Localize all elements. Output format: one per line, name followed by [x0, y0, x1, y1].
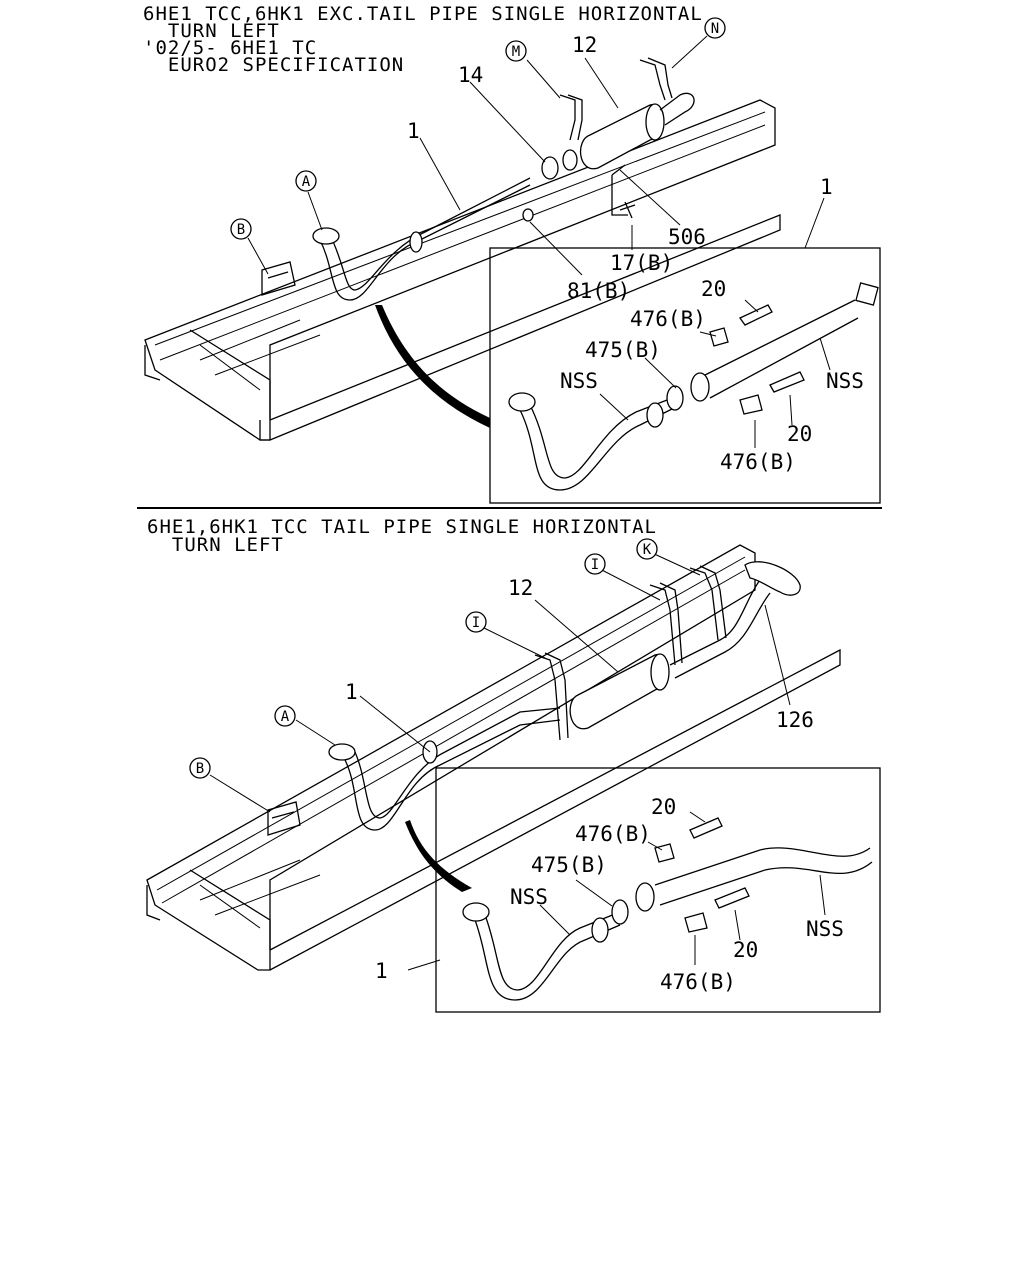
bottom-bracket-b [267, 801, 301, 836]
top-pipe-flange-a [312, 227, 340, 245]
bottom-label-126: 126 [776, 708, 814, 732]
top-inset-label-475: 475(B) [585, 338, 661, 362]
bottom-inset-label-20b: 20 [733, 938, 758, 962]
bottom-section: 6HE1,6HK1 TCC TAIL PIPE SINGLE HORIZONTA… [146, 516, 881, 1013]
bottom-hanger-k [689, 565, 727, 641]
bottom-hanger-i1 [534, 652, 569, 741]
top-inset-label-nss-b: NSS [826, 369, 864, 393]
bottom-chassis-frame [146, 544, 841, 971]
top-hanger-n [639, 57, 673, 101]
bottom-hanger-i2 [649, 582, 683, 666]
svg-text:N: N [711, 21, 719, 37]
top-label-17b: 17(B) [610, 251, 673, 275]
bottom-callout-i1: I [465, 611, 487, 633]
bottom-front-pipe [344, 719, 561, 831]
bottom-inset-label-20a: 20 [651, 795, 676, 819]
top-bolt-17 [619, 201, 636, 219]
top-callout-n: N [704, 17, 726, 39]
top-nut-81 [522, 208, 534, 222]
top-flange [562, 149, 578, 171]
bottom-inset-label-nss-a: NSS [510, 885, 548, 909]
top-bracket-b [261, 261, 296, 296]
bottom-muffler [569, 653, 670, 730]
bottom-inset-label-476b: 476(B) [660, 970, 736, 994]
svg-text:B: B [196, 761, 204, 777]
top-label-12: 12 [572, 33, 597, 57]
bottom-label-12: 12 [508, 576, 533, 600]
top-inset-label-20b: 20 [787, 422, 812, 446]
bottom-label-1a: 1 [345, 680, 358, 704]
top-front-pipe [319, 184, 531, 301]
top-callout-a: A [295, 170, 317, 192]
bottom-inset-label-475: 475(B) [531, 853, 607, 877]
bottom-inset-label-nss-b: NSS [806, 917, 844, 941]
svg-text:K: K [643, 542, 652, 558]
top-gasket [541, 156, 559, 180]
top-label-506: 506 [668, 225, 706, 249]
top-inset-label-20a: 20 [701, 277, 726, 301]
top-header-line-3: '02/5- 6HE1 TC [143, 37, 317, 59]
top-callout-b: B [230, 218, 252, 240]
bottom-inset-frame [435, 767, 881, 1013]
top-inset [489, 247, 881, 504]
top-header-line-1: 6HE1 TCC,6HK1 EXC.TAIL PIPE SINGLE HORIZ… [143, 3, 703, 25]
top-detail-arc [375, 305, 490, 428]
top-label-14: 14 [458, 63, 483, 87]
top-header-line-2: TURN LEFT [143, 20, 280, 42]
svg-text:B: B [237, 222, 245, 238]
bottom-callout-k: K [636, 538, 658, 560]
top-chassis-frame [144, 99, 781, 441]
top-inset-label-nss-a: NSS [560, 369, 598, 393]
bottom-detail-arc [405, 820, 472, 892]
top-label-81b: 81(B) [567, 279, 630, 303]
top-hanger-m [559, 94, 583, 141]
svg-text:I: I [472, 615, 480, 631]
bottom-callout-i2: I [584, 553, 606, 575]
top-muffler [579, 92, 695, 170]
bottom-callout-b: B [189, 757, 211, 779]
top-callout-m: M [505, 40, 527, 62]
svg-text:M: M [512, 44, 520, 60]
top-label-1a: 1 [407, 119, 420, 143]
bottom-inset-label-476a: 476(B) [575, 822, 651, 846]
top-header-line-4: EURO2 SPECIFICATION [143, 54, 404, 76]
top-inset-label-476b: 476(B) [720, 450, 796, 474]
bottom-header-line-1: 6HE1,6HK1 TCC TAIL PIPE SINGLE HORIZONTA… [147, 516, 657, 538]
bottom-header-line-2: TURN LEFT [147, 534, 284, 556]
bottom-tail-pipe-tip [744, 561, 801, 596]
top-inset-frame [489, 247, 881, 504]
svg-text:I: I [591, 557, 599, 573]
top-section: 6HE1 TCC,6HK1 EXC.TAIL PIPE SINGLE HORIZ… [143, 3, 881, 504]
bottom-pipe-flange-a [328, 743, 356, 761]
bottom-inset-label-1b: 1 [375, 959, 388, 983]
svg-text:A: A [281, 709, 290, 725]
top-label-1b: 1 [820, 175, 833, 199]
top-pipe-joint [409, 231, 423, 253]
top-inset-label-476a: 476(B) [630, 307, 706, 331]
svg-text:A: A [302, 174, 311, 190]
bottom-inset [407, 767, 881, 1013]
bottom-callout-a: A [274, 705, 296, 727]
top-bracket-506 [611, 164, 628, 216]
